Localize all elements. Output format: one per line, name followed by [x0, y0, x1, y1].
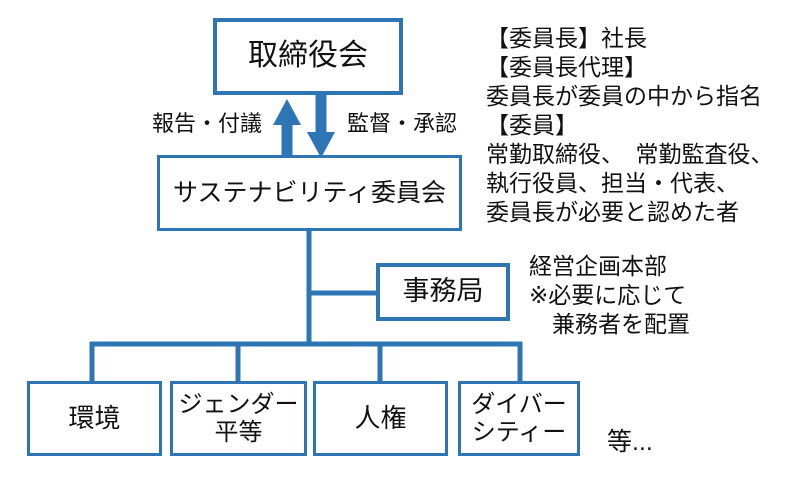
diversity-box: ダイバー シティー: [458, 381, 580, 456]
committee-membership-note: 【委員長】社長 【委員長代理】 委員長が委員の中から指名 【委員】 常勤取締役、…: [486, 25, 774, 225]
sustainability-committee-box: サステナビリティ委員会: [157, 155, 462, 231]
gender-equality-box: ジェンダー 平等: [170, 381, 307, 456]
down-arrow-head-icon: [307, 132, 335, 158]
human-rights-box: 人権: [313, 381, 448, 456]
supervision-approval-label: 監督・承認: [347, 111, 458, 136]
report-referral-label: 報告・付議: [152, 111, 263, 136]
board-of-directors-box: 取締役会: [213, 18, 403, 95]
secretariat-note: 経営企画本部 ※必要に応じて 兼務者を配置: [529, 253, 690, 337]
up-arrow-head-icon: [273, 99, 301, 125]
etc-label: 等...: [607, 428, 653, 456]
environment-box: 環境: [27, 381, 162, 456]
secretariat-box: 事務局: [376, 263, 510, 321]
